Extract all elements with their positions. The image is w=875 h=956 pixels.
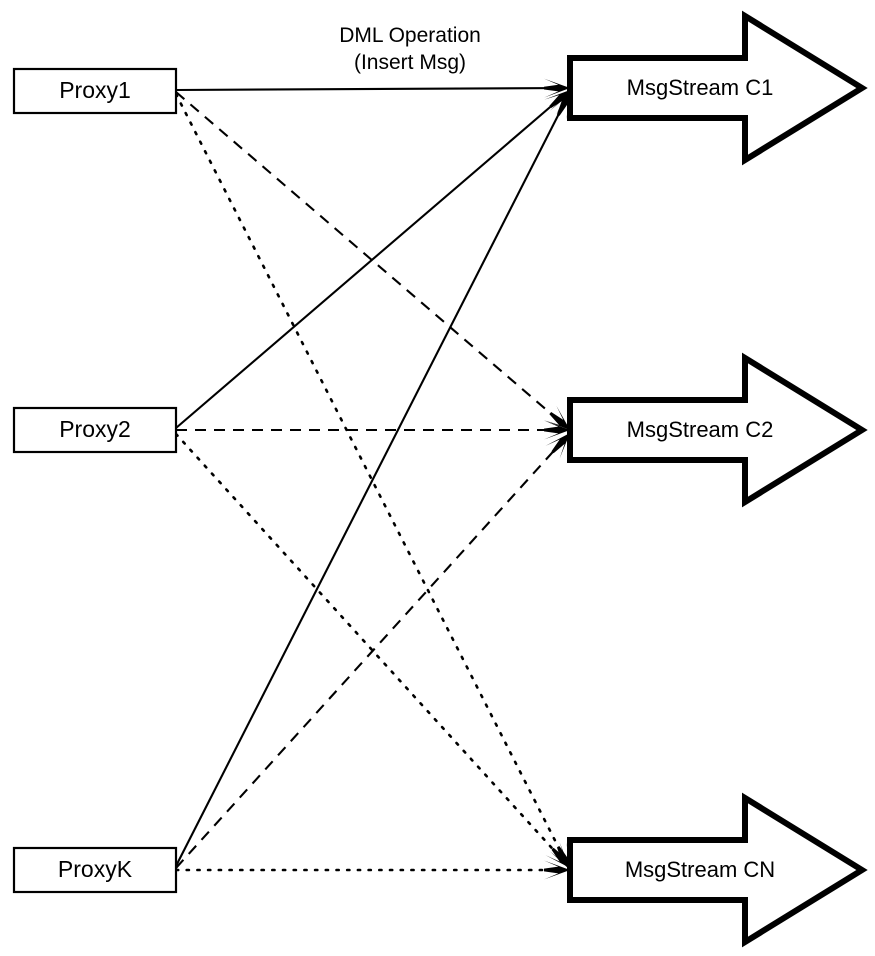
proxy-node-proxy2[interactable]: Proxy2 bbox=[12, 406, 178, 454]
edge-proxy2-to-cn bbox=[174, 432, 572, 870]
msgstream-c1[interactable]: MsgStream C1 bbox=[567, 10, 868, 166]
arrowhead-proxyK-to-c2 bbox=[545, 433, 570, 459]
msgstream-cn-label: MsgStream CN bbox=[625, 857, 775, 882]
msgstream-c2[interactable]: MsgStream C2 bbox=[567, 352, 868, 508]
arrowhead-proxy1-to-c1 bbox=[543, 78, 570, 98]
edge-proxyK-to-c2 bbox=[175, 432, 571, 869]
msgstream-cn-shape bbox=[567, 792, 868, 948]
proxy-proxy1-box bbox=[12, 67, 178, 115]
edge-proxy2-to-c1 bbox=[175, 89, 571, 429]
arrowhead-proxy2-to-c2 bbox=[544, 420, 570, 440]
proxy-node-proxyK[interactable]: ProxyK bbox=[12, 846, 178, 894]
proxy-proxy2-label: Proxy2 bbox=[59, 416, 131, 442]
arrowhead-proxy2-to-cn bbox=[545, 842, 570, 868]
edge-proxy1-to-c2 bbox=[175, 91, 571, 431]
dml-operation-label: DML Operation (Insert Msg) bbox=[339, 24, 481, 74]
proxy-proxyK-label: ProxyK bbox=[58, 856, 133, 882]
msgstream-c1-shape bbox=[567, 10, 868, 166]
proxy-proxy1-label: Proxy1 bbox=[59, 77, 131, 103]
arrowhead-proxy1-to-c2 bbox=[544, 405, 570, 430]
edge-proxy1-to-c1 bbox=[175, 86, 571, 92]
edge-proxyK-to-c1 bbox=[175, 91, 571, 867]
edges-layer bbox=[174, 86, 572, 872]
proxy-proxy2-box bbox=[12, 406, 178, 454]
arrowhead-proxyK-to-c1 bbox=[549, 92, 570, 120]
dml-operation-label-line2: (Insert Msg) bbox=[354, 51, 466, 74]
arrowhead-proxy2-to-c1 bbox=[544, 90, 570, 115]
msgstream-cn[interactable]: MsgStream CN bbox=[567, 792, 868, 948]
dml-operation-label-line1: DML Operation bbox=[339, 24, 481, 47]
msgstream-c1-label: MsgStream C1 bbox=[627, 75, 774, 100]
proxy-node-proxy1[interactable]: Proxy1 bbox=[12, 67, 178, 115]
msgstream-c2-label: MsgStream C2 bbox=[627, 417, 774, 442]
arrowheads-layer bbox=[543, 78, 570, 880]
streams-layer: MsgStream C1 MsgStream C2 MsgStream CN bbox=[567, 10, 868, 948]
proxy-proxyK-box bbox=[12, 846, 178, 894]
msgstream-c2-shape bbox=[567, 352, 868, 508]
arrowhead-proxyK-to-cn bbox=[544, 860, 570, 880]
